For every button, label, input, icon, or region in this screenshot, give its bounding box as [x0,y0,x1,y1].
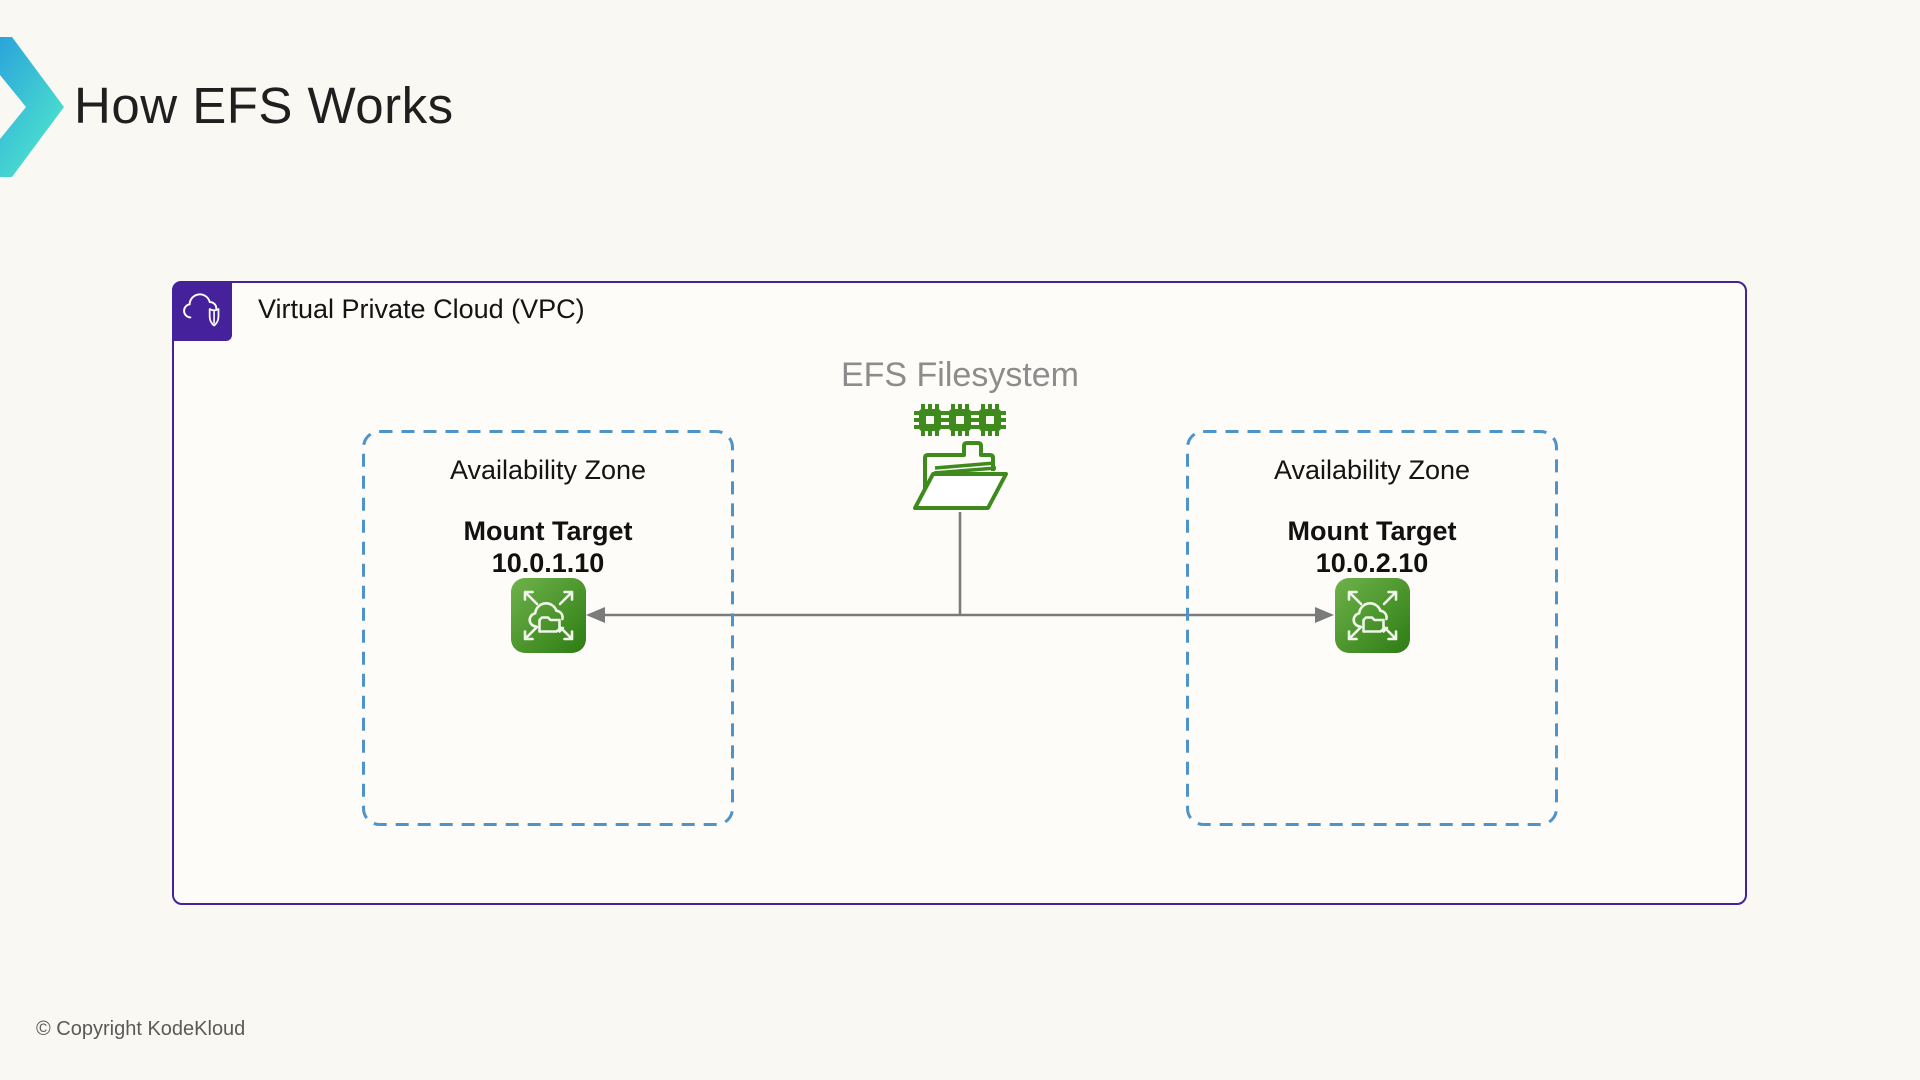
availability-zone-1: Availability Zone Mount Target 10.0.1.10 [362,430,734,826]
availability-zone-2: Availability Zone Mount Target 10.0.2.10 [1186,430,1558,826]
mount-target-cloud-folder-icon [510,578,586,653]
efs-folder-chips-icon [913,404,1008,510]
vpc-label: Virtual Private Cloud (VPC) [258,294,585,324]
mount-target-ip: 10.0.2.10 [1315,548,1429,578]
mount-target-cloud-folder-icon [1334,578,1410,653]
copyright-text: © Copyright KodeKloud [36,1018,246,1040]
az-label: Availability Zone [449,455,647,485]
vpc-cloud-shield-icon [172,281,232,341]
kodekloud-chevron-logo [0,37,64,177]
efs-filesystem-label: EFS Filesystem [840,356,1080,394]
page-title: How EFS Works [74,77,454,134]
mount-target-ip: 10.0.1.10 [491,548,605,578]
mount-target-label: Mount Target [463,516,633,546]
az-label: Availability Zone [1273,455,1471,485]
mount-target-label: Mount Target [1287,516,1457,546]
